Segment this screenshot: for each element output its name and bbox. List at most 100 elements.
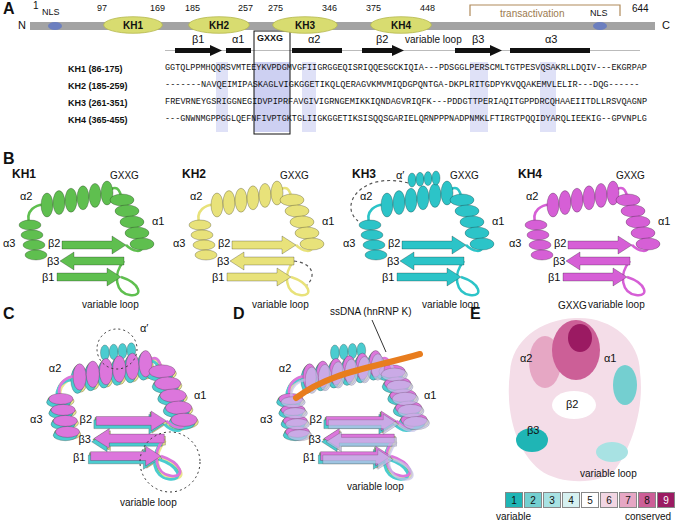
domain-name: KH3 xyxy=(272,16,338,34)
figure-label: α3 xyxy=(509,237,521,249)
figure-label: β1 xyxy=(382,271,394,283)
legend-swatch: 5 xyxy=(581,492,599,508)
figure-label: α2 xyxy=(360,190,372,202)
figure-label: β3 xyxy=(217,255,229,267)
kh-domain: KH2 xyxy=(188,16,250,34)
figure-label: α2 xyxy=(49,362,61,374)
figure-label: α1 xyxy=(322,215,334,227)
figure-label: β2 xyxy=(310,413,322,425)
figure-label: α3 xyxy=(545,33,557,45)
domain-name: KH2 xyxy=(188,16,250,34)
legend-swatch: 6 xyxy=(600,492,618,508)
figure-label: variable loop xyxy=(405,34,462,45)
legend-swatch: 1 xyxy=(505,492,523,508)
domain-name: KH4 xyxy=(370,16,432,34)
figure-label: C xyxy=(662,19,670,31)
figure-label: α1 xyxy=(152,215,164,227)
figure-label: β3 xyxy=(309,433,321,445)
figure-label: α3 xyxy=(343,237,355,249)
kh-domain: KH4 xyxy=(370,16,432,34)
figure-label: β1 xyxy=(42,271,54,283)
figure-label: β2 xyxy=(376,33,388,45)
figure-label: GXXG xyxy=(558,300,587,311)
figure-label: α3 xyxy=(3,237,15,249)
figure-label: ssDNA (hnRNP K) xyxy=(330,306,412,317)
figure-label: 169 xyxy=(150,4,165,14)
figure-label: α3 xyxy=(260,413,272,425)
figure-label: α2 xyxy=(308,33,320,45)
legend-text: 3 xyxy=(549,495,555,506)
figure-label: α2 xyxy=(520,352,532,364)
legend-swatch: 8 xyxy=(638,492,656,508)
figure-label: β3 xyxy=(79,433,91,445)
figure-label: 644 xyxy=(632,3,649,14)
figure-label: variable loop xyxy=(82,299,139,310)
sequence-row: FREVRNEYGSRIGGNEGIDVPIPRFAVGIVIGRNGEMIKK… xyxy=(165,98,647,107)
figure-label: β2 xyxy=(218,237,230,249)
figure-label: B xyxy=(3,150,15,168)
figure-label: α3 xyxy=(30,413,42,425)
figure-label: KH4 xyxy=(518,168,542,181)
figure-label: β2 xyxy=(566,398,578,410)
figure-label: β3 xyxy=(47,255,59,267)
legend-text: 7 xyxy=(625,495,631,506)
figure-label: 448 xyxy=(420,4,435,14)
figure-label: transactivation xyxy=(500,8,564,19)
legend-swatch: 9 xyxy=(657,492,675,508)
figure-label: 1 xyxy=(33,0,39,11)
figure-label: α1 xyxy=(194,389,206,401)
figure-label: 257 xyxy=(238,4,253,14)
figure-label: β1 xyxy=(303,451,315,463)
kh-domain: KH1 xyxy=(103,16,163,34)
figure-label: D xyxy=(233,305,245,323)
figure-label: α1 xyxy=(492,215,504,227)
legend-text: 8 xyxy=(644,495,650,506)
figure-label: variable loop xyxy=(588,299,645,310)
domain-name: KH1 xyxy=(103,16,163,34)
legend-text: 5 xyxy=(587,495,593,506)
legend-text: 1 xyxy=(511,495,517,506)
kh-domain: KH3 xyxy=(272,16,338,34)
figure-label: variable loop xyxy=(120,497,177,508)
figure-label: conserved xyxy=(625,511,671,522)
legend-swatch: 2 xyxy=(524,492,542,508)
figure-label: A xyxy=(3,0,15,18)
sequence-row: GGTQLPPMHQQRSVMTEEYKVPDGMVGFIIGRGGEQISRI… xyxy=(165,64,647,73)
figure-label: KH1 (86-175) xyxy=(68,65,123,75)
figure-label: β3 xyxy=(553,255,565,267)
legend-text: 9 xyxy=(663,495,669,506)
figure-label: α1 xyxy=(604,352,616,364)
legend-text: 6 xyxy=(606,495,612,506)
figure-label: β1 xyxy=(212,271,224,283)
figure-label: KH3 xyxy=(352,168,376,181)
legend-swatch: 7 xyxy=(619,492,637,508)
figure-label: 275 xyxy=(268,4,283,14)
legend-text: 2 xyxy=(530,495,536,506)
figure-label: GXXG xyxy=(257,34,283,44)
legend-swatch: 3 xyxy=(543,492,561,508)
figure-label: β2 xyxy=(388,237,400,249)
figure-label: α′ xyxy=(396,169,404,181)
figure-label: β1 xyxy=(192,33,204,45)
figure-label: 97 xyxy=(97,4,107,14)
figure-label: NLS xyxy=(42,8,60,18)
figure-label: β2 xyxy=(80,413,92,425)
figure-label: GXXG xyxy=(450,170,479,181)
figure-label: α1 xyxy=(232,33,244,45)
figure-label: variable xyxy=(496,511,531,522)
legend-swatch: 4 xyxy=(562,492,580,508)
figure-label: β2 xyxy=(48,237,60,249)
figure-label: KH2 xyxy=(182,168,206,181)
sequence-row: ---GNWNMGPPGGLQEFNFIVPTGKTGLIIGKGGETIKSI… xyxy=(165,115,647,124)
figure-label: 185 xyxy=(185,4,200,14)
figure-label: α1 xyxy=(424,389,436,401)
figure-label: GXXG xyxy=(616,170,645,181)
figure-label: α2 xyxy=(279,362,291,374)
figure-label: N xyxy=(18,19,26,31)
figure-label: KH4 (365-455) xyxy=(68,116,128,126)
figure-label: β2 xyxy=(554,237,566,249)
figure-label: α1 xyxy=(658,215,670,227)
figure-label: variable loop xyxy=(347,481,404,492)
figure-label: variable loop xyxy=(252,299,309,310)
